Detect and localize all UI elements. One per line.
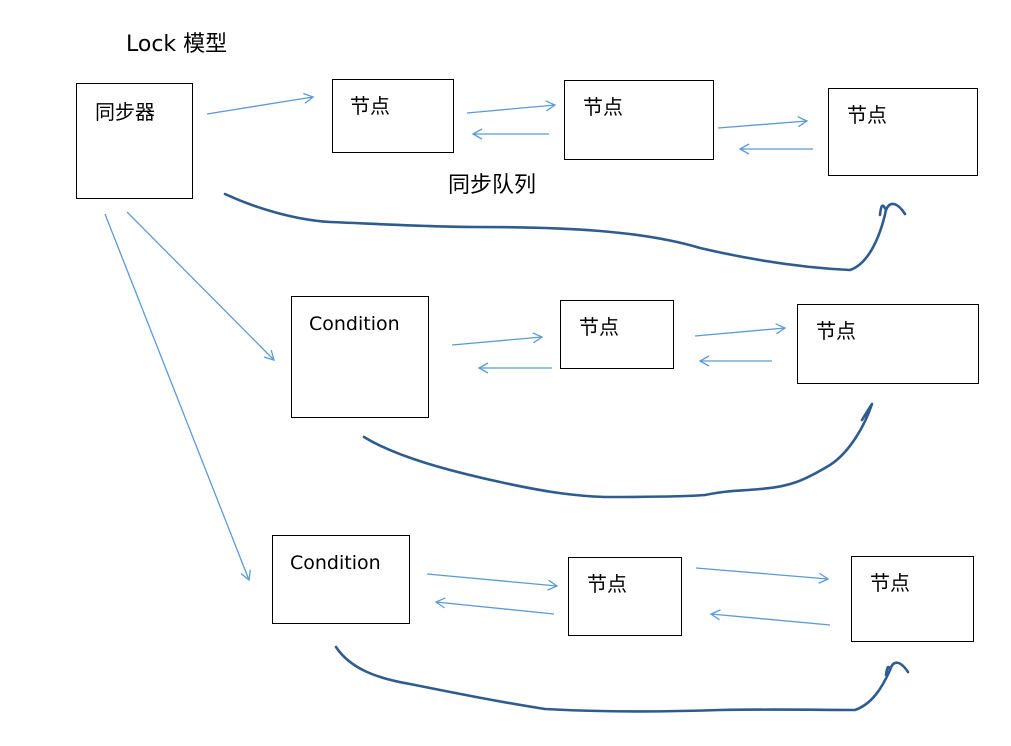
row2-node-2: 节点 <box>797 304 979 384</box>
row1-node-1: 节点 <box>332 79 454 153</box>
row2-link-forward-1 <box>451 332 544 346</box>
row1-link-forward-2 <box>717 116 809 129</box>
synchronizer-label: 同步器 <box>95 100 155 124</box>
row1-link-forward-1 <box>466 100 557 114</box>
sync-to-node-arrow <box>206 92 315 115</box>
row2-wrap-curve <box>362 402 874 499</box>
row3-wrap-curve <box>334 645 910 713</box>
row3-link-back-1 <box>434 597 555 615</box>
node-label: 节点 <box>350 94 390 118</box>
synchronizer-box: 同步器 <box>76 83 193 199</box>
row2-node-1: 节点 <box>560 300 674 369</box>
row1-node-3: 节点 <box>828 88 978 176</box>
node-label: 节点 <box>579 315 619 339</box>
node-label: 节点 <box>816 319 856 343</box>
row3-node-1: 节点 <box>568 557 682 636</box>
row3-link-forward-2 <box>695 567 830 584</box>
node-label: 节点 <box>583 95 623 119</box>
row3-link-forward-1 <box>426 573 559 591</box>
sync-to-condition2-arrow <box>104 213 252 582</box>
node-label: 节点 <box>587 572 627 596</box>
row3-link-back-2 <box>709 609 831 626</box>
condition-label: Condition <box>309 313 400 335</box>
condition-box-2: Condition <box>272 535 410 624</box>
diagram-title: Lock 模型 <box>126 32 228 57</box>
condition-box-1: Condition <box>291 296 429 418</box>
row1-node-2: 节点 <box>564 80 714 160</box>
row2-link-forward-2 <box>694 323 787 337</box>
condition-label: Condition <box>290 552 381 574</box>
node-label: 节点 <box>870 571 910 595</box>
row1-wrap-curve <box>223 192 907 272</box>
sync-to-condition1-arrow <box>126 211 275 361</box>
row3-node-2: 节点 <box>851 556 974 642</box>
sync-queue-label: 同步队列 <box>448 173 537 198</box>
node-label: 节点 <box>847 103 887 127</box>
